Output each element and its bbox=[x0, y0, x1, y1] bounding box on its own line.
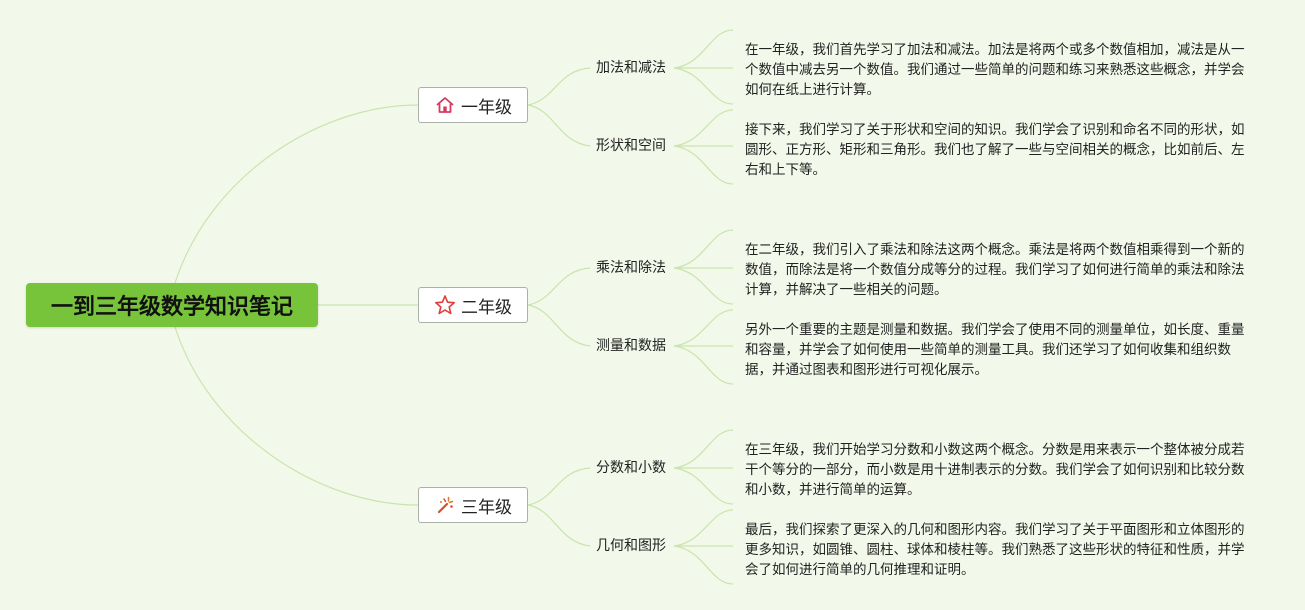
connector-grade2-topic2 bbox=[527, 304, 591, 347]
connector-grade3-topic1 bbox=[527, 467, 591, 506]
grade-node-2[interactable]: 二年级 bbox=[418, 287, 528, 323]
topic-node-fractions-decimals[interactable]: 分数和小数 bbox=[596, 460, 666, 476]
connector-grade1-topic1 bbox=[527, 67, 591, 106]
root-title: 一到三年级数学知识笔记 bbox=[50, 295, 293, 320]
topic-description[interactable]: 在二年级，我们引入了乘法和除法这两个概念。乘法是将两个数值相乘得到一个新的数值，… bbox=[745, 242, 1245, 298]
star-icon bbox=[434, 294, 456, 316]
grade-node-1[interactable]: 一年级 bbox=[418, 87, 528, 123]
root-node[interactable]: 一到三年级数学知识笔记 bbox=[26, 283, 318, 327]
connector-root-grade1 bbox=[174, 104, 419, 284]
topic-description[interactable]: 另外一个重要的主题是测量和数据。我们学会了使用不同的测量单位，如长度、重量和容量… bbox=[745, 322, 1245, 378]
topic-description[interactable]: 在三年级，我们开始学习分数和小数这两个概念。分数是用来表示一个整体被分成若干个等… bbox=[745, 442, 1245, 498]
topic-node-addition-subtraction[interactable]: 加法和减法 bbox=[596, 60, 666, 76]
magic-wand-icon bbox=[434, 494, 456, 516]
grade-label: 三年级 bbox=[461, 497, 512, 518]
home-icon bbox=[434, 94, 456, 116]
grade-label: 二年级 bbox=[461, 297, 512, 318]
connector-root-grade3 bbox=[174, 326, 419, 506]
topic-node-multiplication-division[interactable]: 乘法和除法 bbox=[596, 260, 666, 276]
topic-node-measurement-data[interactable]: 测量和数据 bbox=[596, 338, 666, 354]
connector-grade3-topic2 bbox=[527, 504, 591, 547]
connector-grade2-topic1 bbox=[527, 267, 591, 306]
connector-topic3-desc bbox=[673, 229, 734, 305]
topic-description[interactable]: 在一年级，我们首先学习了加法和减法。加法是将两个或多个数值相加，减法是从一个数值… bbox=[745, 42, 1245, 98]
connector-topic5-desc bbox=[673, 429, 734, 505]
topic-description[interactable]: 最后，我们探索了更深入的几何和图形内容。我们学习了关于平面图形和立体图形的更多知… bbox=[745, 522, 1245, 578]
connector-grade1-topic2 bbox=[527, 104, 591, 147]
connector-topic6-desc bbox=[673, 509, 734, 585]
topic-node-geometry-shapes[interactable]: 几何和图形 bbox=[596, 538, 666, 554]
topic-node-shapes-space[interactable]: 形状和空间 bbox=[596, 138, 666, 154]
grade-label: 一年级 bbox=[461, 97, 512, 118]
connector-topic4-desc bbox=[673, 309, 734, 385]
connector-topic1-desc bbox=[673, 29, 734, 105]
connector-topic2-desc bbox=[673, 109, 734, 185]
grade-node-3[interactable]: 三年级 bbox=[418, 487, 528, 523]
topic-description[interactable]: 接下来，我们学习了关于形状和空间的知识。我们学会了识别和命名不同的形状，如圆形、… bbox=[745, 122, 1245, 178]
